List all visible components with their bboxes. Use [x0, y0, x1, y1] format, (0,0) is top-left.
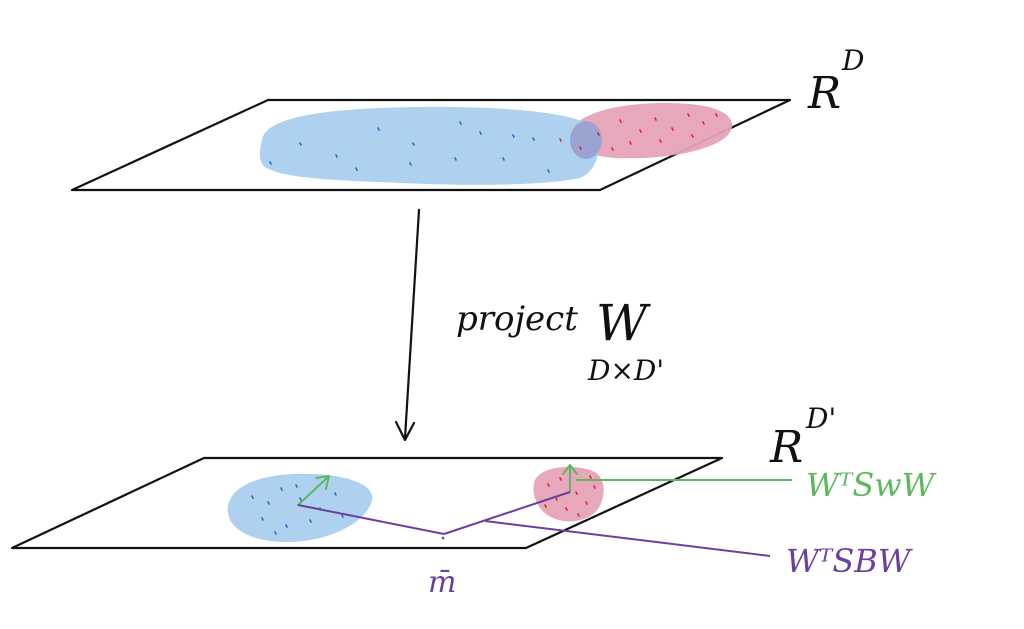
projection-arrow-shaft	[403, 208, 421, 440]
projection-verb-label: project	[456, 299, 578, 339]
projection-dims-label: D×D'	[587, 354, 664, 387]
projection-arrow-head	[394, 420, 416, 442]
within-class-arrow-a	[297, 475, 330, 506]
top-class-b-points	[559, 113, 718, 151]
top-plane-outline	[70, 98, 792, 192]
bottom-class-b-blob	[533, 466, 604, 522]
between-class-line-b	[443, 491, 571, 535]
bottom-plane: R D'	[10, 402, 836, 557]
bottom-class-a-blob	[227, 473, 373, 543]
top-plane: R D	[70, 44, 864, 192]
projection-arrow	[394, 208, 421, 442]
projection-matrix-label: W	[596, 294, 651, 352]
top-plane-label: R	[807, 68, 841, 119]
top-plane-label-superscript: D	[841, 44, 864, 77]
top-class-b-blob	[572, 102, 733, 159]
within-class-arrow-b	[562, 464, 578, 493]
between-scatter-leader-line	[484, 520, 771, 557]
top-class-a-blob	[259, 106, 599, 185]
between-class-line-a	[297, 504, 445, 535]
bottom-class-b-points	[544, 475, 596, 517]
within-scatter-label: WᵀSwW	[806, 466, 938, 504]
top-overlap-region	[570, 121, 602, 159]
global-mean-label: m̄	[428, 565, 456, 600]
bottom-plane-label-superscript: D'	[805, 402, 836, 435]
bottom-plane-outline	[10, 456, 724, 550]
between-scatter-label: WᵀSBW	[786, 542, 914, 580]
bottom-class-a-points	[251, 484, 344, 535]
global-mean-point	[441, 536, 445, 540]
bottom-plane-label: R	[769, 422, 803, 473]
top-class-a-points	[269, 121, 550, 173]
